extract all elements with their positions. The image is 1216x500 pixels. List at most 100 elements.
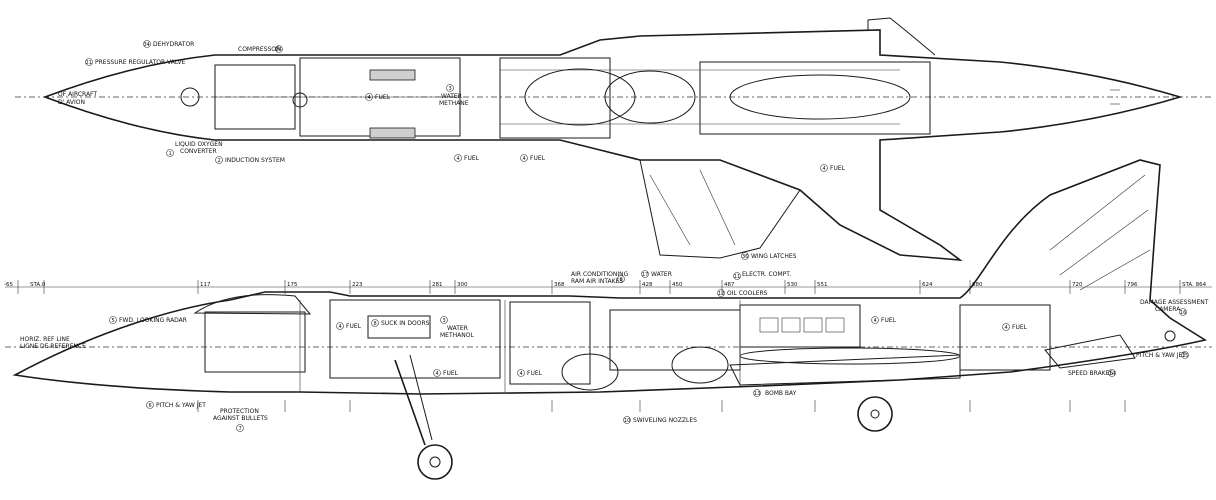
side-fuel-tank-fwd (329, 299, 501, 379)
pitch-yaw-fwd-label: PITCH & YAW JET (156, 402, 206, 409)
protection-num: 7 (239, 426, 242, 432)
speed-brakes-label: SPEED BRAKES (1068, 370, 1113, 377)
pressure-valve-callout-num: 21 (86, 60, 92, 66)
plan-intake-lower (369, 127, 416, 139)
side-suck-in-doors (367, 315, 431, 339)
sta-label-13: 624 (922, 282, 933, 288)
suck-in-num: 8 (374, 321, 377, 327)
side-canopy (193, 294, 312, 315)
sta-label-12: 551 (817, 282, 828, 288)
side-fuel-4-num: 4 (874, 318, 877, 324)
side-water-num: 3 (443, 318, 446, 324)
side-fuel-2-label: FUEL (443, 370, 459, 377)
pitch-yaw-rear-label: PITCH & YAW JET (1136, 352, 1186, 359)
plan-fuel-1-label: FUEL (375, 94, 391, 101)
side-bomb-bay (729, 354, 961, 386)
electr-label: ELECTR. COMPT. (742, 271, 791, 278)
horiz-ref-label-1: HORIZ. REF LINE (20, 336, 70, 343)
side-nose-gear (394, 354, 453, 480)
sta-label-2: 117 (200, 282, 211, 288)
side-engine-bay (609, 309, 741, 371)
sta-label-11: 530 (787, 282, 798, 288)
side-view: -65 STA.0 117 175 223 281 300 368 428 45… (4, 159, 1212, 480)
protection-label-1: PROTECTION (220, 408, 259, 415)
side-center-section (509, 301, 591, 385)
plan-intake-upper (369, 69, 416, 81)
damage-label-1: DAMAGE ASSESSMENT (1140, 299, 1209, 306)
ac-label-1: AIR CONDITIONING (571, 271, 629, 278)
nozzles-num: 10 (624, 418, 630, 424)
plan-engine-left (524, 68, 636, 126)
electr-num: 11 (734, 274, 740, 280)
wing-latches-label: WING LATCHES (751, 253, 797, 260)
plan-nose-label-2: D' AVION (58, 99, 85, 106)
side-fuselage-outline (12, 159, 1208, 395)
side-camera (1164, 330, 1176, 342)
side-nozzle-aft (671, 346, 729, 384)
plan-fuel-2-num: 4 (457, 156, 460, 162)
plan-fuel-2-label: FUEL (464, 155, 480, 162)
plan-fuel-3-num: 4 (523, 156, 526, 162)
plan-tail-top (867, 17, 936, 56)
sta-label-14: 680 (972, 282, 983, 288)
water2-num: 17 (642, 272, 648, 278)
side-fuel-1-label: FUEL (346, 323, 362, 330)
plan-wing-ribs (649, 169, 736, 246)
side-fuel-5-label: FUEL (1012, 324, 1028, 331)
oil-label: OIL COOLERS (727, 290, 768, 297)
sta-label-1: STA.0 (30, 282, 46, 288)
sta-label-3: 175 (287, 282, 298, 288)
plan-wing-fold (639, 159, 801, 259)
plan-aft-bay (699, 61, 931, 135)
side-water-label-2: METHANOL (440, 332, 474, 339)
water2-label: WATER (651, 271, 672, 278)
side-nozzle-fwd (561, 353, 619, 391)
sta-label-15: 720 (1072, 282, 1083, 288)
sta-label-8: 428 (642, 282, 653, 288)
dehydrator-label: DEHYDRATOR (153, 41, 194, 48)
plan-view: OF AIRCRAFT D' AVION 34 DEHYDRATOR COMPR… (15, 17, 1212, 262)
sta-label-4: 223 (352, 282, 363, 288)
plan-fuel-4-num: 4 (823, 166, 826, 172)
fwd-radar-num: 5 (112, 318, 115, 324)
induction-callout-num: 2 (218, 158, 221, 164)
plan-compressor-unit (180, 87, 200, 107)
plan-fuel-1-num: 4 (368, 95, 371, 101)
dehydrator-callout-num: 34 (144, 42, 150, 48)
compressor-label: COMPRESSOR (238, 46, 280, 53)
plan-nose-label-1: OF AIRCRAFT (58, 91, 97, 98)
side-fuel-1-num: 4 (339, 324, 342, 330)
oil-num: 12 (718, 291, 724, 297)
horiz-ref-label-2: LIGNE DE REFERENCE (20, 343, 86, 350)
sta-label-16: 796 (1127, 282, 1138, 288)
plan-center-section (499, 57, 611, 139)
damage-label-2: CAMERA (1155, 306, 1181, 313)
compressor-callout-num: 24 (276, 47, 282, 53)
plan-fuel-3-label: FUEL (530, 155, 546, 162)
plan-water-label-2: METHANE (439, 100, 469, 107)
side-radar-bay (204, 311, 306, 373)
plan-engine-right (604, 70, 696, 124)
pitch-yaw-fwd-num: 6 (149, 403, 152, 409)
plan-water-num: 3 (449, 86, 452, 92)
lox-label-1: LIQUID OXYGEN (175, 141, 223, 148)
side-fuel-4-label: FUEL (881, 317, 897, 324)
sta-label-10: 487 (724, 282, 735, 288)
side-tail-ribs (1049, 174, 1151, 291)
bomb-bay-label: BOMB BAY (765, 390, 797, 397)
ac-label-2: RAM AIR INTAKES (571, 278, 623, 285)
side-fuel-tank-aft (959, 304, 1051, 371)
pitch-yaw-rear-num: 15 (1182, 353, 1188, 359)
suck-in-label: SUCK IN DOORS (381, 320, 430, 327)
side-fuel-5-num: 4 (1005, 325, 1008, 331)
lox-label-2: CONVERTER (180, 148, 217, 155)
side-fuel-3-label: FUEL (527, 370, 543, 377)
plan-fuel-tank-aft (729, 74, 911, 120)
induction-label: INDUCTION SYSTEM (225, 157, 285, 164)
side-water-label-1: WATER (447, 325, 468, 332)
ac-num: 9 (620, 277, 623, 283)
lox-callout-num: 1 (169, 151, 172, 157)
sta-label-5: 281 (432, 282, 443, 288)
plan-fuselage-outline (42, 29, 1183, 262)
